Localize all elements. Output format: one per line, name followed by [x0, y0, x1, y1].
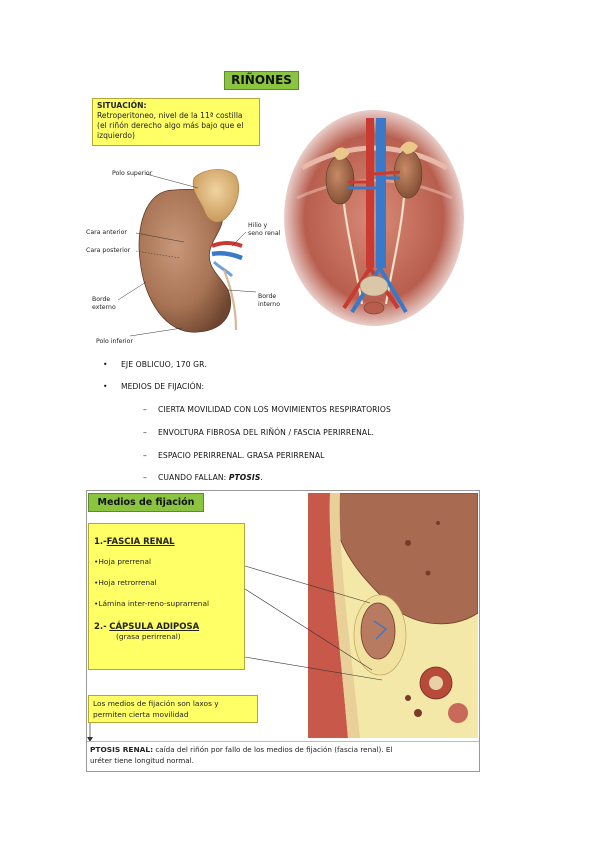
- subbullet-movilidad: –CIERTA MOVILIDAD CON LOS MOVIMIENTOS RE…: [143, 405, 391, 414]
- subbullet-fallan: –CUANDO FALLAN: PTOSIS.: [143, 473, 263, 482]
- laxos-note: Los medios de fijación son laxos y permi…: [88, 695, 258, 723]
- bullet-eje: •EJE OBLICUO, 170 GR.: [103, 360, 207, 369]
- label-hilio-1: Hilio y: [248, 222, 268, 229]
- situacion-note: SITUACIÓN: Retroperitoneo, nivel de la 1…: [92, 98, 260, 146]
- situacion-line-3: izquierdo): [97, 131, 135, 140]
- subbullet-espacio: –ESPACIO PERIRRENAL. GRASA PERIRRENAL: [143, 451, 325, 460]
- fascia-heading: 1.-FASCIA RENAL: [94, 537, 175, 547]
- ptosis-note: PTOSIS RENAL: caída del riñón por fallo …: [87, 741, 479, 770]
- page-title: RIÑONES: [224, 71, 299, 90]
- cross-section-drawing: [308, 492, 479, 738]
- kidney-illustration: Polo superior Cara anterior Cara posteri…: [86, 150, 301, 350]
- laxos-line-1: Los medios de fijación son laxos y: [93, 699, 219, 708]
- label-borde-interno-2: interno: [258, 301, 281, 308]
- capsula-sub: (grasa perirrenal): [116, 632, 181, 641]
- bullet-medios: •MEDIOS DE FIJACIÓN:: [103, 382, 205, 391]
- fascia-item-2: •Hoja retrorrenal: [94, 578, 157, 587]
- retroperitoneum-illustration: [282, 108, 467, 330]
- fascia-item-1: •Hoja prerrenal: [94, 557, 152, 566]
- label-borde-interno-1: Borde: [258, 293, 277, 300]
- kidney-drawing: [117, 169, 257, 337]
- label-borde-externo-1: Borde: [92, 296, 111, 303]
- label-borde-externo-2: externo: [92, 304, 116, 311]
- label-polo-superior: Polo superior: [112, 170, 153, 177]
- label-cara-anterior: Cara anterior: [86, 229, 127, 236]
- ptosis-line-1: PTOSIS RENAL: caída del riñón por fallo …: [90, 745, 393, 754]
- cross-section-illustration: [308, 492, 479, 738]
- situacion-line-1: Retroperitoneo, nivel de la 11ª costilla: [97, 111, 243, 120]
- capsula-heading: 2.- CÁPSULA ADIPOSA: [94, 622, 200, 632]
- fascia-item-3: •Lámina inter-reno-suprarrenal: [94, 599, 210, 608]
- label-hilio-2: seno renal: [248, 230, 281, 237]
- fixation-title: Medios de fijación: [88, 493, 204, 512]
- retroperitoneum-drawing: [284, 110, 464, 326]
- fixation-note: 1.-FASCIA RENAL •Hoja prerrenal •Hoja re…: [88, 523, 245, 670]
- label-polo-inferior: Polo inferior: [96, 338, 133, 345]
- situacion-line-2: (el riñón derecho algo más bajo que el: [97, 121, 244, 130]
- laxos-line-2: permiten cierta movilidad: [93, 710, 189, 719]
- subbullet-envoltura: –ENVOLTURA FIBROSA DEL RIÑÓN / FASCIA PE…: [143, 428, 375, 437]
- label-cara-posterior: Cara posterior: [86, 247, 131, 254]
- ptosis-line-2: uréter tiene longitud normal.: [90, 756, 194, 765]
- situacion-heading: SITUACIÓN:: [97, 101, 147, 110]
